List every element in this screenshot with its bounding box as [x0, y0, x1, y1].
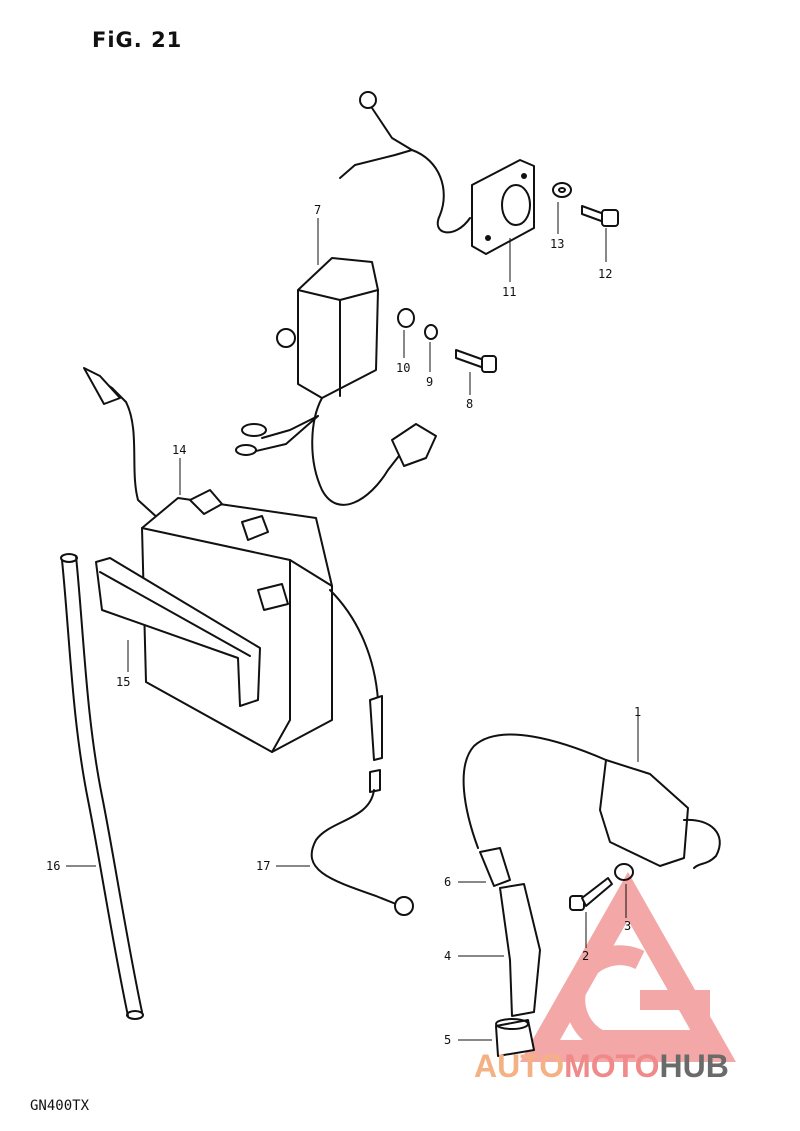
callout-12: 12	[598, 267, 612, 281]
model-code: GN400TX	[30, 1098, 90, 1114]
part-16-breather-hose	[60, 553, 144, 1020]
callout-10: 10	[396, 361, 410, 375]
figure-title: FiG. 21	[92, 28, 183, 52]
watermark-part3: HUB	[659, 1048, 729, 1084]
callout-6: 6	[444, 875, 451, 889]
part-1-ignition-coil	[462, 708, 721, 869]
callout-2: 2	[582, 949, 589, 963]
part-2-bolt	[569, 877, 613, 948]
callout-4: 4	[444, 949, 451, 963]
part-6-cap	[458, 847, 511, 887]
callout-11: 11	[502, 285, 516, 299]
part-11-rectifier	[339, 91, 535, 282]
part-15-strap	[95, 557, 261, 707]
part-10-washer	[397, 308, 415, 358]
part-5-boot	[458, 1018, 535, 1057]
part-8-bolt	[455, 349, 497, 395]
part-3-washer	[614, 863, 634, 918]
callout-8: 8	[466, 397, 473, 411]
callout-17: 17	[256, 859, 270, 873]
callout-7: 7	[314, 203, 321, 217]
watermark-part2: MOTO	[564, 1048, 660, 1084]
callout-9: 9	[426, 375, 433, 389]
part-12-bolt	[581, 205, 619, 262]
part-7-igniter	[235, 218, 437, 506]
callout-labels: 1 2 3 4 5 6 7 8 9 10 11 12 13 14 15 16 1…	[46, 203, 641, 1047]
watermark-part1: AUTO	[474, 1048, 565, 1084]
callout-1: 1	[634, 705, 641, 719]
watermark-text: AUTOMOTOHUB	[474, 1048, 729, 1085]
callout-13: 13	[550, 237, 564, 251]
part-4-plug-cap	[458, 883, 541, 1017]
part-9-lock-washer	[424, 324, 438, 372]
callout-15: 15	[116, 675, 130, 689]
watermark-logo	[520, 872, 736, 1062]
callout-3: 3	[624, 919, 631, 933]
part-17-ground-lead	[276, 695, 414, 916]
part-13-washer	[552, 182, 572, 234]
callout-5: 5	[444, 1033, 451, 1047]
callout-14: 14	[172, 443, 186, 457]
callout-16: 16	[46, 859, 60, 873]
part-14-battery	[83, 367, 379, 753]
